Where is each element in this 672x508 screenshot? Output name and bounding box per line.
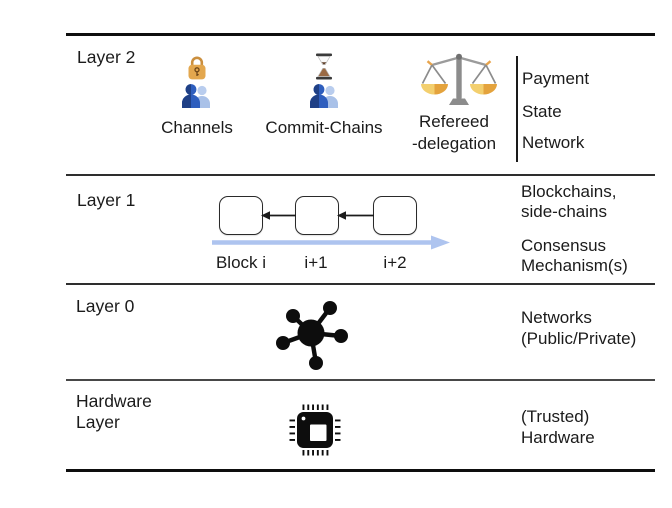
layer1-right-line3: Consensus — [521, 236, 607, 255]
lock-icon — [188, 56, 206, 80]
block-i — [219, 196, 263, 235]
people-icon — [310, 84, 338, 108]
cpu-chip-icon — [289, 404, 341, 456]
hardware-right-line2: Hardware — [521, 428, 595, 447]
layer2-right-payment: Payment — [522, 69, 590, 88]
bottom-rule — [66, 469, 655, 472]
layer1-right-line4: Mechanism(s) — [521, 256, 628, 275]
layer2-right-network: Network — [522, 133, 585, 152]
layer1-label: Layer 1 — [77, 190, 136, 210]
hardware-label-line2: Layer — [76, 412, 120, 432]
layer1-layer0-rule — [66, 283, 655, 285]
layer0-right-line2: (Public/Private) — [521, 329, 637, 348]
layer1-right-line1: Blockchains, — [521, 182, 617, 201]
refereed-label-line2: -delegation — [411, 134, 497, 153]
hardware-label-line1: Hardware — [76, 391, 152, 411]
people-icon — [182, 84, 210, 108]
layer0-hardware-rule — [66, 379, 655, 381]
layer2-layer1-rule — [66, 174, 655, 176]
block-i1 — [295, 196, 339, 235]
hardware-right-line1: (Trusted) — [521, 407, 590, 426]
top-rule — [66, 33, 655, 36]
channels-label: Channels — [161, 118, 233, 137]
layer0-label: Layer 0 — [76, 296, 135, 316]
layer2-right-state: State — [522, 102, 562, 121]
block-i-label: Block i — [215, 253, 267, 272]
block-i2 — [373, 196, 417, 235]
balance-scale-icon — [421, 53, 497, 105]
commit-chains-label: Commit-Chains — [265, 118, 383, 137]
block-i2-label: i+2 — [383, 253, 407, 272]
layer0-right-line1: Networks — [521, 308, 592, 327]
block-i1-label: i+1 — [304, 253, 328, 272]
network-hub-icon — [276, 301, 348, 370]
timeline-right-arrow-icon — [212, 235, 450, 250]
refereed-label-line1: Refereed — [419, 112, 489, 131]
block-left-arrow-icon — [261, 211, 296, 220]
layer1-right-line2: side-chains — [521, 202, 607, 221]
layer2-label: Layer 2 — [77, 47, 136, 67]
block-left-arrow-icon — [337, 211, 374, 220]
layer2-right-divider — [516, 56, 518, 162]
hourglass-icon — [316, 53, 332, 80]
